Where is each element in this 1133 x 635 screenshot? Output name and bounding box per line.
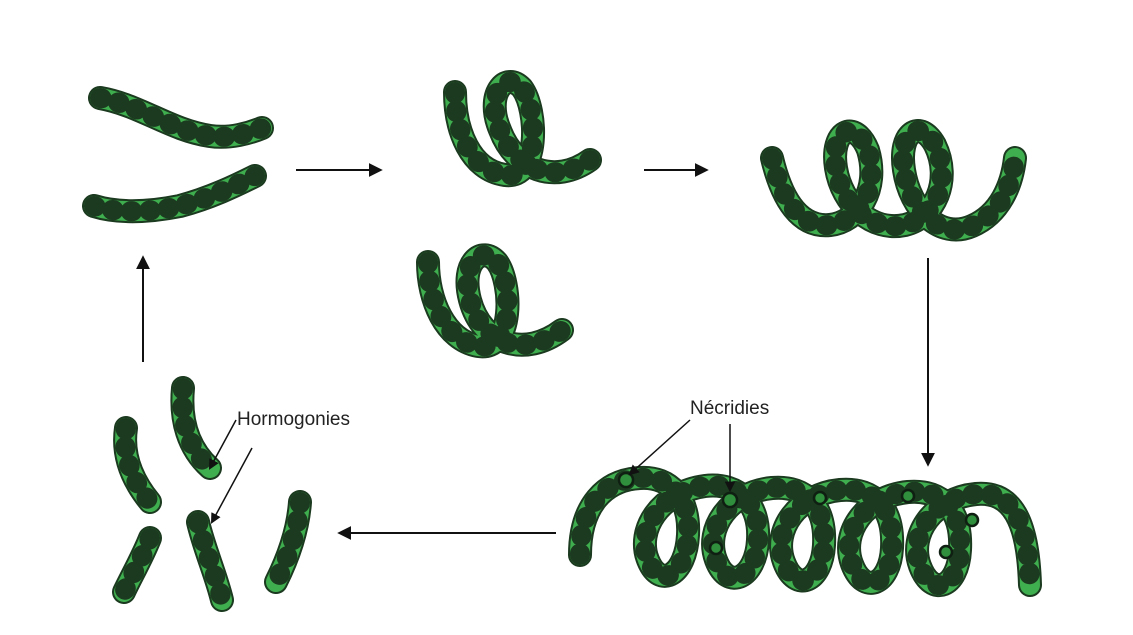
necridium — [902, 490, 914, 502]
necridium — [619, 473, 633, 487]
necridies-label: Nécridies — [690, 398, 769, 419]
necridium — [966, 514, 978, 526]
necridium — [940, 546, 952, 558]
necridium — [723, 493, 737, 507]
necridium — [710, 542, 722, 554]
necridium — [814, 492, 826, 504]
hormogonies-label: Hormogonies — [237, 409, 350, 430]
